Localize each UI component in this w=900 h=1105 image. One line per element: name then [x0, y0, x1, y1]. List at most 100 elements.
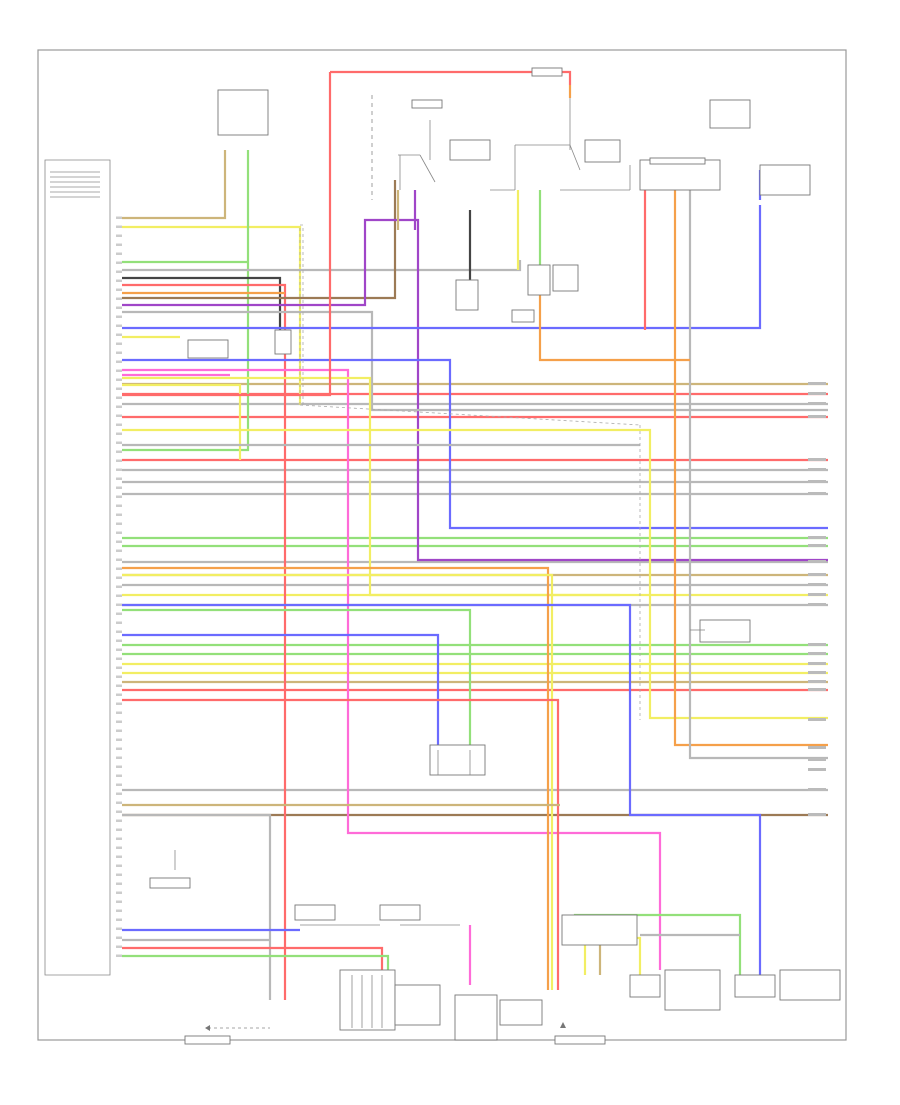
wire-tag — [808, 382, 826, 385]
ecm-pin-label — [116, 891, 122, 894]
wire-pink — [122, 368, 662, 970]
ecm-pin-label — [116, 387, 122, 390]
ecm-pin-label — [116, 828, 122, 831]
ecm-pin-label — [116, 306, 122, 309]
ecm-pin-label — [116, 297, 122, 300]
ecm-pin-label — [116, 774, 122, 777]
connector-mid-right — [561, 914, 638, 946]
vehicle-speed-sensor — [690, 619, 751, 643]
ecm-pin-label — [116, 855, 122, 858]
wire-tag — [808, 536, 826, 539]
wire-tag — [808, 480, 826, 483]
ecm-pin-label — [116, 432, 122, 435]
wire-tag — [808, 671, 826, 674]
fuse-box — [639, 99, 751, 191]
wire-tag — [808, 768, 826, 771]
ecm-pin-label — [116, 873, 122, 876]
ecm-pin-label — [116, 495, 122, 498]
ecm-pin-label — [116, 270, 122, 273]
ground-points — [184, 1022, 606, 1045]
ecm-pin-label — [116, 360, 122, 363]
ecm-pin-label — [116, 225, 122, 228]
coil — [527, 264, 579, 296]
resistor-assembly — [294, 904, 460, 926]
wire-green — [122, 150, 250, 452]
wire-tag — [808, 415, 826, 418]
ecm-pin-label — [116, 477, 122, 480]
ecm-pin-label — [116, 441, 122, 444]
ecm-pin-label — [116, 378, 122, 381]
wire-tag — [808, 392, 826, 395]
wire-tag — [808, 560, 826, 563]
ecm-pin-label — [116, 540, 122, 543]
ecm-pin-label — [116, 648, 122, 651]
ecm-pin-label — [116, 711, 122, 714]
ecm-pin-label — [116, 216, 122, 219]
ecm-pin-label — [116, 333, 122, 336]
ecm-pin-label — [116, 639, 122, 642]
wire-tag — [808, 583, 826, 586]
wire-green — [122, 608, 472, 745]
wire-tags — [808, 382, 826, 816]
ecm-pin-label — [116, 657, 122, 660]
ecm-pin-label — [116, 675, 122, 678]
ecm-pin-label — [116, 315, 122, 318]
ecm-pin-label — [116, 594, 122, 597]
ecm-pin-label — [116, 738, 122, 741]
wire-tag — [808, 468, 826, 471]
ecm-pin-label — [116, 261, 122, 264]
ecm-pin-label — [116, 765, 122, 768]
wire-tag — [808, 544, 826, 547]
wire-yellow — [122, 573, 554, 990]
ecm-pin-label — [116, 351, 122, 354]
ecm-pin-label — [116, 900, 122, 903]
ecm-pin-column — [116, 216, 122, 957]
throttle-sensor — [759, 164, 811, 196]
ecm-pin-label — [116, 603, 122, 606]
ecm-pin-label — [116, 783, 122, 786]
distributor — [339, 969, 441, 1031]
ecm-pin-label — [116, 864, 122, 867]
wire-tag — [808, 573, 826, 576]
wire-yellow — [122, 225, 302, 405]
wire-orange — [673, 190, 828, 747]
ecm-pin-label — [116, 801, 122, 804]
ecm-pin-label — [116, 234, 122, 237]
ecm-pin-label — [116, 423, 122, 426]
ecm-pin-label — [116, 612, 122, 615]
wire-red — [122, 283, 287, 1000]
ecm-pin-label — [116, 837, 122, 840]
wire-harness — [122, 70, 828, 1000]
ecm-pin-label — [116, 630, 122, 633]
ecm-pin-label — [116, 405, 122, 408]
o2-sensor-rear — [734, 969, 841, 1001]
wire-tag — [808, 492, 826, 495]
ecm-pin-label — [116, 342, 122, 345]
wire-blue — [122, 205, 762, 330]
ecm-pin-label — [116, 414, 122, 417]
wire-tan — [122, 150, 227, 220]
knock-sensor — [429, 744, 486, 776]
ecm-pin-label — [116, 927, 122, 930]
data-link-connector — [187, 329, 292, 359]
ecm-pin-label — [116, 468, 122, 471]
wire-tag — [808, 652, 826, 655]
wire-gray — [688, 190, 828, 760]
wire-tag — [808, 788, 826, 791]
ecm-pin-label — [116, 954, 122, 957]
ecm-pin-label — [116, 585, 122, 588]
wire-tag — [808, 458, 826, 461]
ecm-pin-label — [116, 324, 122, 327]
wire-tag — [808, 746, 826, 749]
engine-control-module-label — [50, 171, 100, 198]
wire-orange — [122, 566, 550, 990]
wire-black — [122, 276, 282, 335]
engine-control-module-box — [44, 159, 111, 976]
ecm-pin-label — [116, 666, 122, 669]
ecm-pin-label — [116, 720, 122, 723]
wire-tag — [808, 643, 826, 646]
ecm-pin-label — [116, 288, 122, 291]
wire-blue — [122, 633, 440, 745]
wire-tag — [808, 680, 826, 683]
